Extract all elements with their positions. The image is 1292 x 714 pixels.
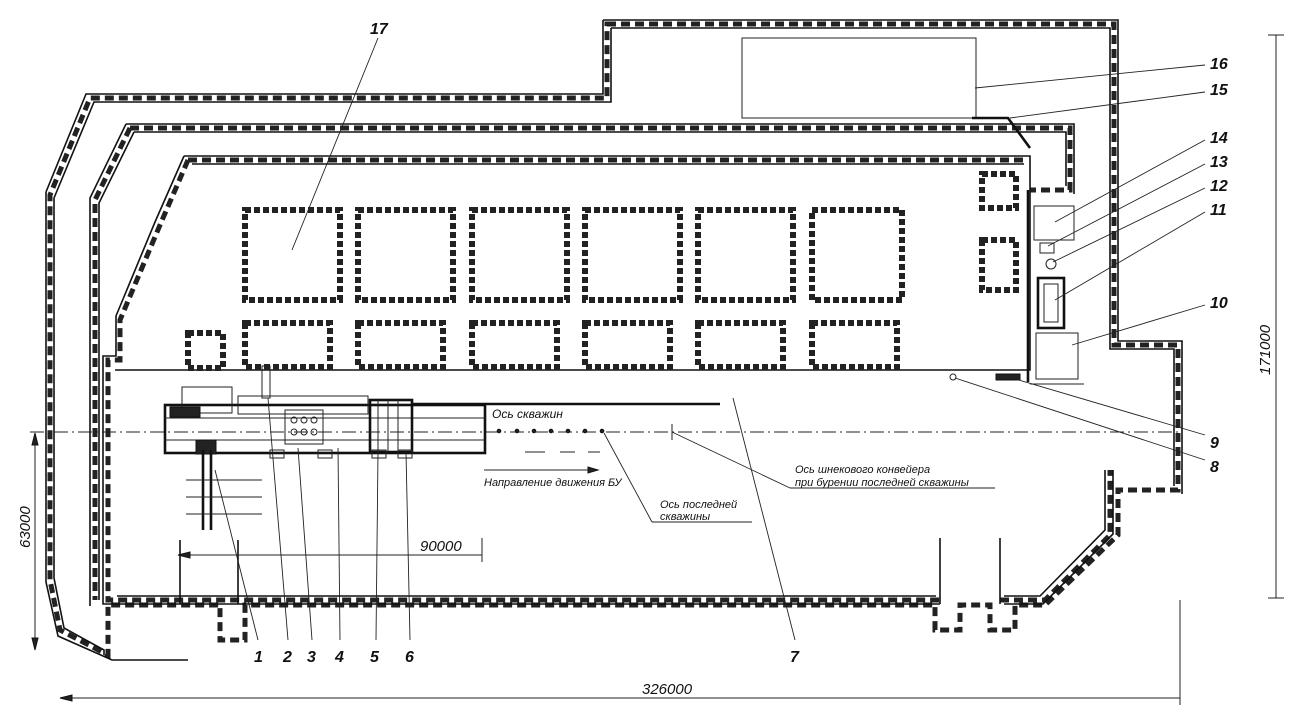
- pillar: [469, 207, 570, 303]
- pillar: [355, 207, 456, 303]
- callout-3: 3: [307, 649, 316, 666]
- well-point: [531, 428, 537, 434]
- callout-5: 5: [370, 649, 380, 666]
- callout-17: 17: [370, 21, 389, 38]
- well-point: [582, 428, 588, 434]
- pillar: [809, 320, 900, 370]
- dimension-total-length: 326000: [59, 600, 1181, 705]
- unit-8: [949, 373, 957, 381]
- dimension-left-height: 63000: [17, 432, 39, 651]
- callout-numbers: 17 16 15 14 13 12 11 10 9 8 7 1 2 3 4 5 …: [254, 21, 1229, 666]
- callout-2: 2: [282, 649, 292, 666]
- rig-direction-arrow: Направление движения БУ: [484, 466, 623, 489]
- dimension-90000: 90000: [420, 538, 462, 555]
- last-well-axis-label-2: скважины: [660, 511, 710, 523]
- callout-15: 15: [1210, 82, 1229, 99]
- unit-11: [1036, 276, 1066, 330]
- dimension-171000: 171000: [1257, 324, 1274, 375]
- pillar: [979, 237, 1019, 293]
- well-point: [599, 428, 605, 434]
- pillar-grid: [185, 171, 1019, 371]
- callout-7: 7: [790, 649, 800, 666]
- dimension-326000: 326000: [642, 681, 693, 698]
- unit-14: [1033, 205, 1075, 241]
- last-well-axis-note: Ось последней скважины: [603, 432, 752, 523]
- callout-13: 13: [1210, 154, 1228, 171]
- conveyor-axis-note: Ось шнекового конвейера при бурении посл…: [671, 431, 995, 489]
- unit-9: [995, 373, 1021, 381]
- conveyor-axis-label-2: при бурении последней скважины: [795, 477, 969, 489]
- rig-module-5: [368, 398, 414, 454]
- callout-16: 16: [1210, 56, 1228, 73]
- middle-wall: [89, 123, 1075, 606]
- callout-12: 12: [1210, 178, 1228, 195]
- inner-wall: [102, 155, 1114, 605]
- pillar: [695, 320, 786, 370]
- well-point: [565, 428, 571, 434]
- pillar: [979, 171, 1019, 211]
- unit-12: [1045, 258, 1057, 270]
- dimension-total-width: 171000: [1257, 34, 1284, 599]
- conveyor-axis-label-1: Ось шнекового конвейера: [795, 464, 930, 476]
- storage-block-16: [741, 37, 977, 119]
- callout-leaders: [214, 37, 1206, 641]
- pillar: [809, 207, 905, 303]
- callout-4: 4: [334, 649, 344, 666]
- dimension-63000: 63000: [17, 506, 34, 548]
- pillar: [695, 207, 796, 303]
- outer-wall: [45, 19, 1183, 661]
- callout-1: 1: [254, 649, 263, 666]
- well-point: [496, 428, 502, 434]
- well-point: [548, 428, 554, 434]
- callout-9: 9: [1210, 435, 1219, 452]
- well-axis-label: Ось скважин: [492, 407, 563, 421]
- callout-8: 8: [1210, 459, 1219, 476]
- pillar: [355, 320, 446, 370]
- pillar: [582, 207, 683, 303]
- rig-module-3: [284, 409, 324, 445]
- pillar: [185, 330, 226, 371]
- callout-11: 11: [1210, 202, 1227, 219]
- right-equipment: [741, 37, 1084, 385]
- pillar: [582, 320, 673, 370]
- pillar: [242, 207, 343, 303]
- well-point: [514, 428, 520, 434]
- dimension-travel-length: 90000: [177, 538, 483, 562]
- callout-10: 10: [1210, 295, 1228, 312]
- drilling-rig: [163, 365, 720, 530]
- last-well-axis-label-1: Ось последней: [660, 499, 737, 511]
- pillar: [242, 320, 333, 370]
- callout-14: 14: [1210, 130, 1228, 147]
- callout-6: 6: [405, 649, 414, 666]
- rig-direction-label: Направление движения БУ: [484, 477, 623, 489]
- unit-10: [1035, 332, 1079, 380]
- rig-body: [163, 403, 487, 455]
- pillar: [469, 320, 560, 370]
- unit-13: [1039, 242, 1055, 254]
- well-points: [496, 428, 605, 434]
